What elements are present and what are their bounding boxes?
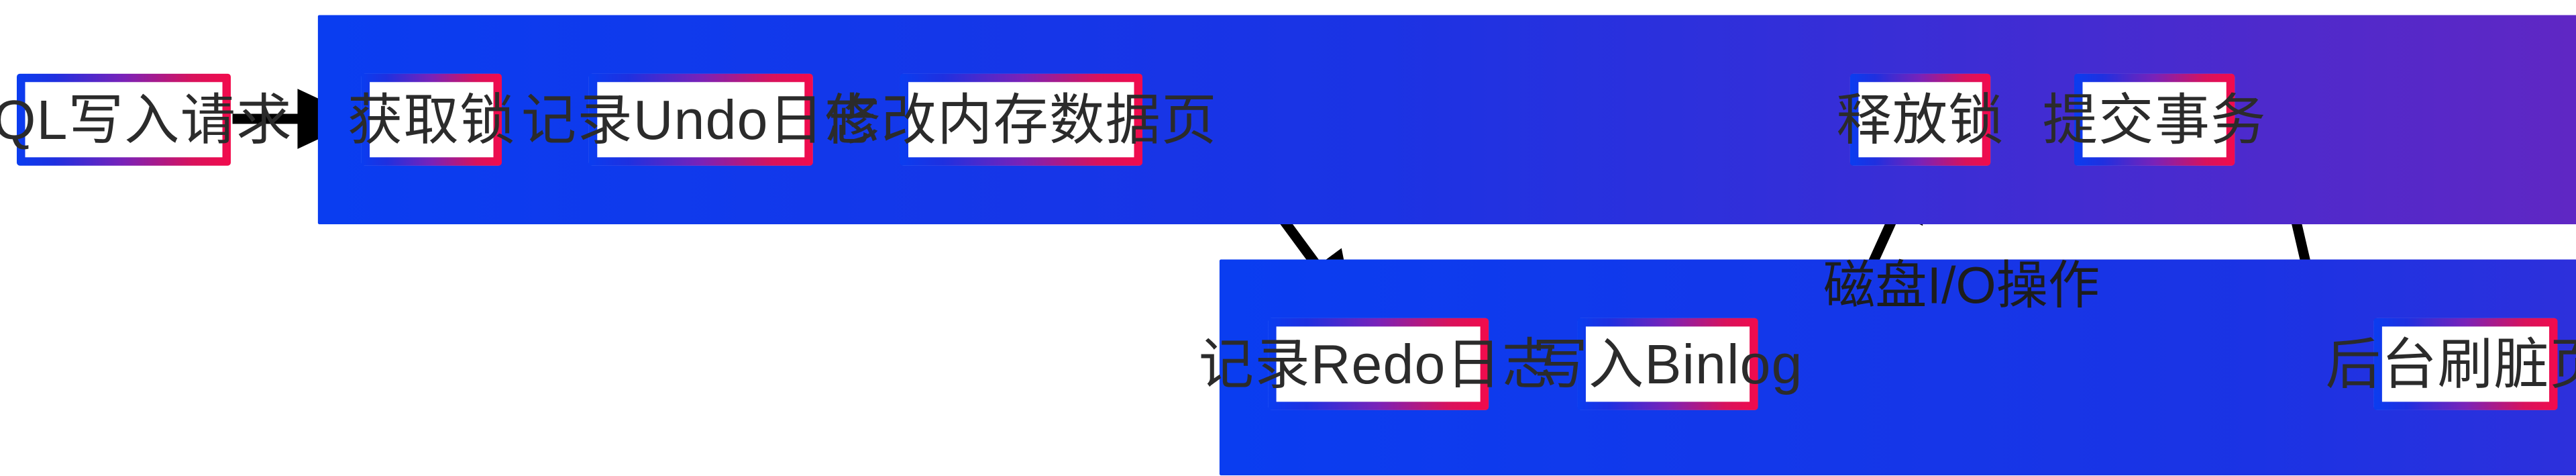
node-label-modify-memory-page: 修改内存数据页 bbox=[824, 89, 1218, 151]
node-write-binlog[interactable]: 写入Binlog bbox=[1532, 318, 1802, 410]
node-background-flush[interactable]: 后台刷脏页 bbox=[2326, 318, 2576, 410]
node-label-commit-transaction: 提交事务 bbox=[2042, 89, 2267, 151]
node-acquire-lock[interactable]: 获取锁 bbox=[347, 74, 515, 166]
node-record-redo-log[interactable]: 记录Redo日志 bbox=[1199, 318, 1557, 410]
node-commit-transaction[interactable]: 提交事务 bbox=[2043, 74, 2265, 166]
group-label-disk-io-operations: 磁盘I/O操作 bbox=[1823, 256, 2100, 315]
node-modify-memory-page[interactable]: 修改内存数据页 bbox=[825, 74, 1216, 166]
node-sql-write-request[interactable]: SQL写入请求 bbox=[0, 74, 292, 166]
node-label-acquire-lock: 获取锁 bbox=[347, 89, 516, 151]
node-label-record-redo-log: 记录Redo日志 bbox=[1198, 333, 1558, 395]
node-release-lock[interactable]: 释放锁 bbox=[1836, 74, 2004, 166]
node-label-release-lock: 释放锁 bbox=[1836, 89, 2004, 151]
node-label-sql-write-request: SQL写入请求 bbox=[0, 89, 292, 151]
node-record-undo-log[interactable]: 记录Undo日志 bbox=[521, 74, 879, 166]
node-label-background-flush: 后台刷脏页 bbox=[2325, 333, 2576, 395]
node-label-write-binlog: 写入Binlog bbox=[1532, 333, 1803, 395]
